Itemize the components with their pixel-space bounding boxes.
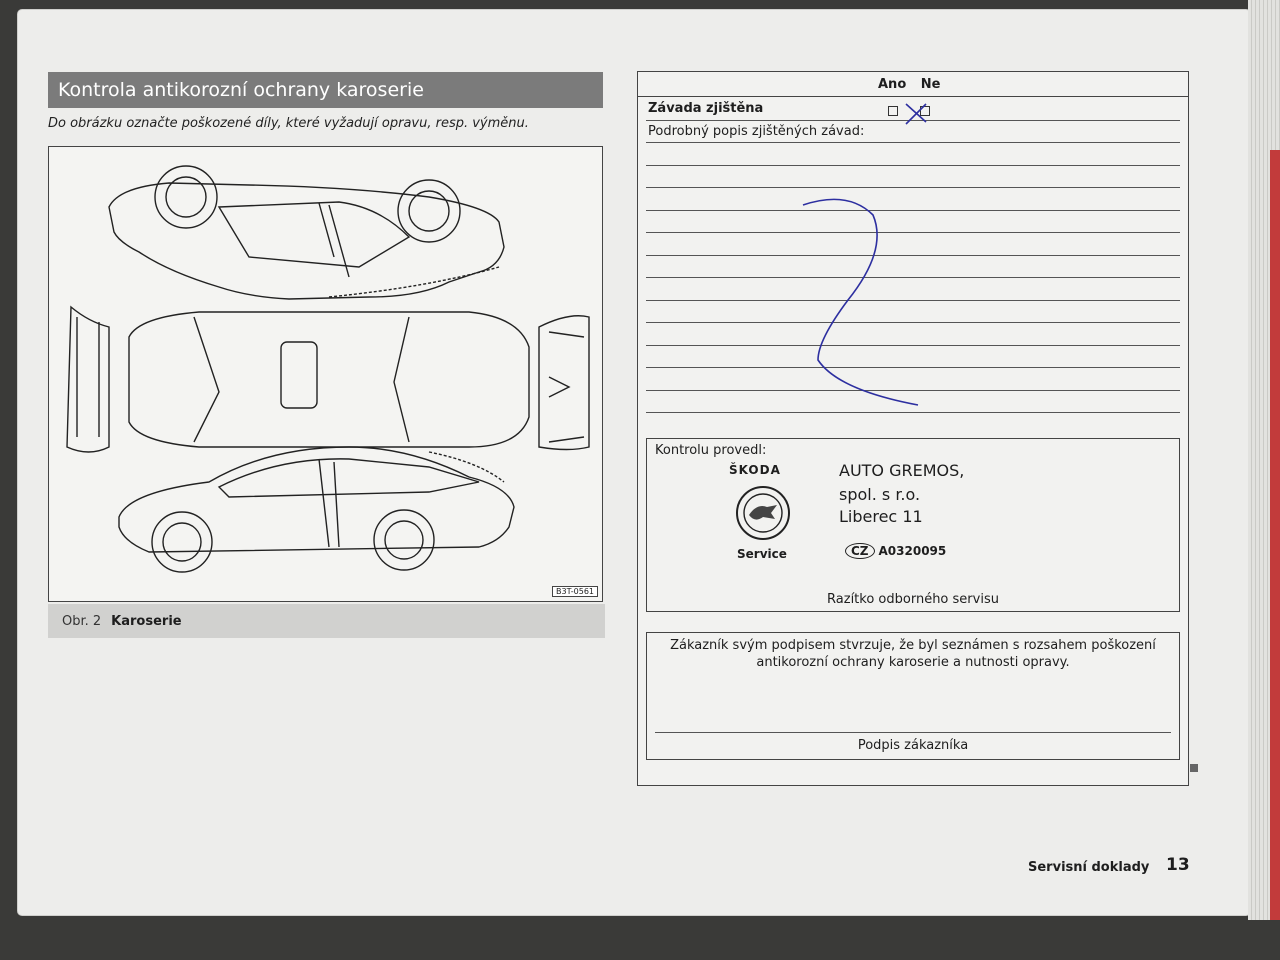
ruled-line (646, 142, 1180, 143)
stamp-service: Service (737, 547, 787, 561)
defect-no-checkbox[interactable] (920, 106, 930, 116)
ruled-line (646, 322, 1180, 323)
figure-caption: Obr. 2 Karoserie (48, 604, 605, 638)
stamp-line-2: spol. s r.o. (839, 485, 921, 504)
instruction-text: Do obrázku označte poškozené díly, které… (48, 116, 529, 131)
stamp-brand: ŠKODA (729, 463, 781, 477)
figure-code: B3T-0561 (552, 586, 598, 597)
page-number: 13 (1166, 855, 1190, 875)
description-label: Podrobný popis zjištěných závad: (648, 124, 865, 139)
ruled-line (646, 232, 1180, 233)
stamp-code: A0320095 (878, 544, 947, 558)
signature-line[interactable] (655, 732, 1171, 733)
stamp-registration: CZ A0320095 (845, 543, 946, 559)
ruled-line (646, 390, 1180, 391)
stamp-line-1: AUTO GREMOS, (839, 461, 965, 480)
customer-signature-box: Zákazník svým podpisem stvrzuje, že byl … (646, 632, 1180, 760)
inspected-by-label: Kontrolu provedl: (655, 443, 767, 458)
section-title: Kontrola antikorozní ochrany karoserie (48, 72, 603, 108)
defect-found-label: Závada zjištěna (648, 101, 764, 116)
car-outlines (66, 165, 590, 573)
section-title-text: Kontrola antikorozní ochrany karoserie (58, 79, 424, 101)
ruled-line (646, 345, 1180, 346)
no-label: Ne (920, 77, 941, 92)
ruled-line (646, 255, 1180, 256)
skoda-logo-icon (736, 486, 790, 540)
ruled-line (646, 165, 1180, 166)
ruled-line (646, 300, 1180, 301)
ruled-line (646, 210, 1180, 211)
header-divider (638, 96, 1188, 97)
end-of-section-marker (1190, 764, 1198, 772)
customer-statement: Zákazník svým podpisem stvrzuje, že byl … (670, 638, 1156, 670)
defect-yes-checkbox[interactable] (888, 106, 898, 116)
yes-label: Ano (878, 77, 907, 92)
stamp-line-3: Liberec 11 (839, 507, 923, 526)
service-stamp-label: Razítko odborného servisu (827, 592, 999, 607)
document-page: Kontrola antikorozní ochrany karoserie D… (18, 10, 1250, 915)
customer-signature-label: Podpis zákazníka (857, 738, 969, 753)
inspection-stamp-box: Kontrolu provedl: ŠKODA Service AUTO GRE… (646, 438, 1180, 612)
ruled-line (646, 120, 1180, 121)
ruled-line (646, 277, 1180, 278)
page-edge-tab (1270, 150, 1280, 920)
caption-number: Obr. 2 (62, 613, 102, 629)
ruled-line (646, 367, 1180, 368)
yes-no-header: Ano Ne (878, 77, 950, 92)
ruled-line (646, 187, 1180, 188)
stamp-country: CZ (845, 543, 875, 559)
caption-name: Karoserie (111, 613, 182, 629)
footer-section-name: Servisní doklady (1028, 860, 1150, 875)
car-body-diagram: B3T-0561 (48, 146, 603, 602)
defect-form: Ano Ne Závada zjištěna Podrobný popis zj… (637, 71, 1189, 786)
ruled-line (646, 412, 1180, 413)
